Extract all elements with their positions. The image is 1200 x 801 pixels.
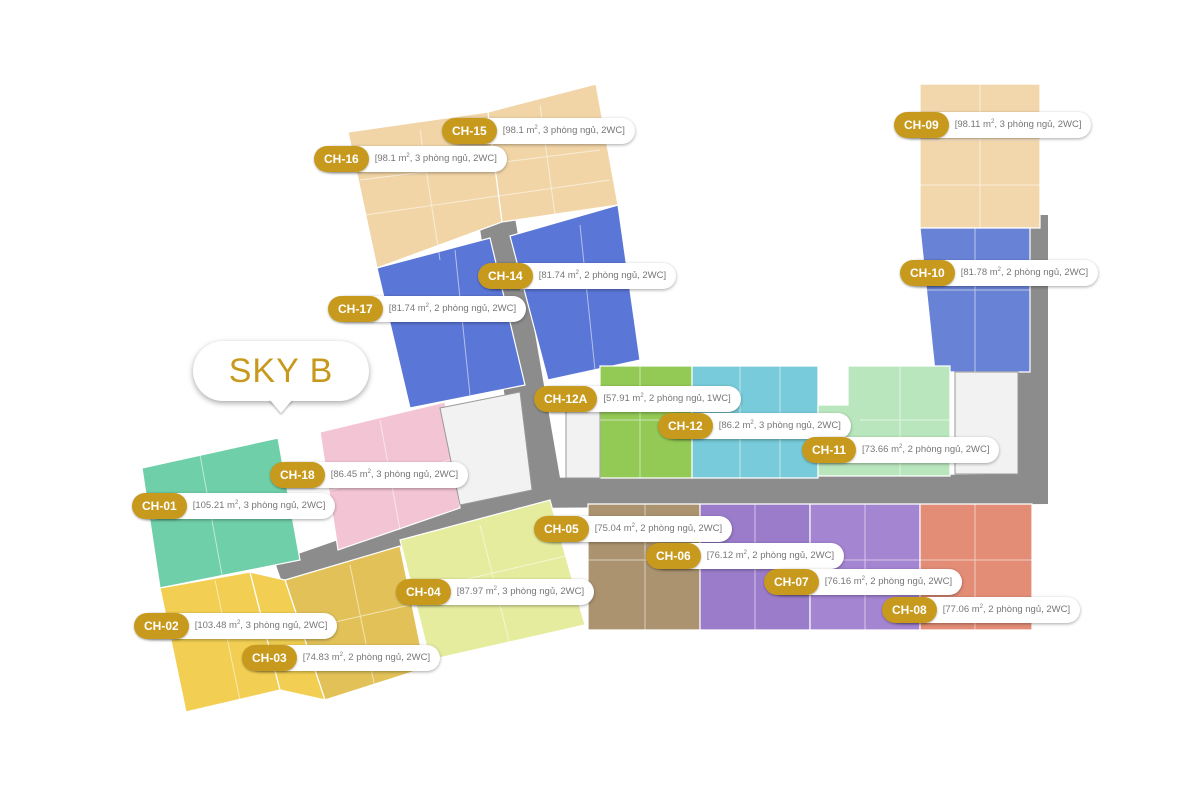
- unit-spec: [81.74 m2, 2 phòng ngủ, 2WC]: [538, 270, 667, 282]
- callout-ch-11[interactable]: CH-11 [73.66 m2, 2 phòng ngủ, 2WC]: [802, 437, 1000, 463]
- callout-ch-18[interactable]: CH-18 [86.45 m2, 3 phòng ngủ, 2WC]: [270, 462, 469, 488]
- callout-ch-15[interactable]: CH-15 [98.1 m2, 3 phòng ngủ, 2WC]: [442, 118, 635, 144]
- unit-spec: [73.66 m2, 2 phòng ngủ, 2WC]: [862, 444, 990, 456]
- callout-ch-17[interactable]: CH-17 [81.74 m2, 2 phòng ngủ, 2WC]: [328, 296, 527, 322]
- unit-spec: [98.1 m2, 3 phòng ngủ, 2WC]: [374, 153, 497, 165]
- callout-ch-16[interactable]: CH-16 [98.1 m2, 3 phòng ngủ, 2WC]: [314, 146, 507, 172]
- unit-code: CH-04: [396, 579, 451, 605]
- unit-rooms: , 2 phòng ngủ, 2WC: [429, 303, 514, 315]
- unit-spec: [87.97 m2, 3 phòng ngủ, 2WC]: [456, 586, 585, 598]
- callout-ch-09[interactable]: CH-09 [98.11 m2, 3 phòng ngủ, 2WC]: [894, 112, 1092, 138]
- unit-code: CH-16: [314, 146, 369, 172]
- callout-ch-05[interactable]: CH-05 [75.04 m2, 2 phòng ngủ, 2WC]: [534, 516, 733, 542]
- unit-area: 74.83: [305, 652, 330, 664]
- callout-ch-07[interactable]: CH-07 [76.16 m2, 2 phòng ngủ, 2WC]: [764, 569, 963, 595]
- unit-rooms: , 3 phòng ngủ, 2WC: [497, 586, 582, 598]
- unit-code: CH-06: [646, 543, 701, 569]
- unit-area: 76.12: [709, 550, 734, 562]
- unit-spec: [86.2 m2, 3 phòng ngủ, 2WC]: [718, 420, 841, 432]
- callout-ch-06[interactable]: CH-06 [76.12 m2, 2 phòng ngủ, 2WC]: [646, 543, 845, 569]
- callout-ch-08[interactable]: CH-08 [77.06 m2, 2 phòng ngủ, 2WC]: [882, 597, 1081, 623]
- unit-rooms: , 2 phòng ngủ, 2WC: [983, 604, 1068, 616]
- unit-code: CH-01: [132, 493, 187, 519]
- unit-code: CH-03: [242, 645, 297, 671]
- unit-code: CH-10: [900, 260, 955, 286]
- unit-rooms: , 2 phòng ngủ, 2WC: [635, 523, 720, 535]
- unit-spec: [103.48 m2, 3 phòng ngủ, 2WC]: [194, 620, 328, 632]
- unit-code: CH-15: [442, 118, 497, 144]
- unit-area: 105.21: [195, 500, 225, 512]
- unit-rooms: , 3 phòng ngủ, 2WC: [753, 420, 839, 432]
- unit-area: 98.1: [505, 125, 524, 137]
- callout-ch-10[interactable]: CH-10 [81.78 m2, 2 phòng ngủ, 2WC]: [900, 260, 1099, 286]
- unit-rooms: , 2 phòng ngủ, 2WC: [902, 444, 987, 456]
- unit-area: 86.45: [333, 469, 358, 481]
- corridor-east-west: [520, 474, 1048, 508]
- unit-spec: [76.12 m2, 2 phòng ngủ, 2WC]: [706, 550, 835, 562]
- unit-spec: [98.11 m2, 3 phòng ngủ, 2WC]: [954, 119, 1082, 131]
- unit-rooms: , 3 phòng ngủ, 2WC: [240, 620, 325, 632]
- badge-pointer: [269, 399, 293, 413]
- unit-spec: [76.16 m2, 2 phòng ngủ, 2WC]: [824, 576, 953, 588]
- unit-area: 98.11: [957, 119, 981, 131]
- unit-code: CH-12A: [534, 386, 598, 412]
- callout-ch-03[interactable]: CH-03 [74.83 m2, 2 phòng ngủ, 2WC]: [242, 645, 441, 671]
- unit-rooms: , 2 phòng ngủ, 2WC: [865, 576, 950, 588]
- unit-spec: [98.1 m2, 3 phòng ngủ, 2WC]: [502, 125, 625, 137]
- unit-area: 81.78: [963, 267, 988, 279]
- unit-rooms: , 3 phòng ngủ, 2WC: [537, 125, 623, 137]
- unit-area: 98.1: [377, 153, 396, 165]
- unit-spec: [81.78 m2, 2 phòng ngủ, 2WC]: [960, 267, 1089, 279]
- unit-ch-14[interactable]: [509, 204, 641, 381]
- unit-area: 87.97: [459, 586, 484, 598]
- unit-rooms: , 3 phòng ngủ, 2WC: [994, 119, 1079, 131]
- unit-code: CH-12: [658, 413, 713, 439]
- building-name: SKY B: [228, 351, 334, 390]
- unit-spec: [74.83 m2, 2 phòng ngủ, 2WC]: [302, 652, 431, 664]
- unit-rooms: , 2 phòng ngủ, 1WC: [643, 393, 729, 405]
- unit-area: 81.74: [391, 303, 416, 315]
- unit-spec: [86.45 m2, 3 phòng ngủ, 2WC]: [330, 469, 459, 481]
- callout-ch-12[interactable]: CH-12 [86.2 m2, 3 phòng ngủ, 2WC]: [658, 413, 851, 439]
- callout-ch-14[interactable]: CH-14 [81.74 m2, 2 phòng ngủ, 2WC]: [478, 263, 677, 289]
- building-name-badge: SKY B: [193, 341, 369, 401]
- unit-spec: [81.74 m2, 2 phòng ngủ, 2WC]: [388, 303, 517, 315]
- unit-spec: [57.91 m2, 2 phòng ngủ, 1WC]: [603, 393, 731, 405]
- unit-code: CH-05: [534, 516, 589, 542]
- unit-area: 73.66: [864, 444, 892, 456]
- unit-code: CH-02: [134, 613, 189, 639]
- callout-ch-04[interactable]: CH-04 [87.97 m2, 3 phòng ngủ, 2WC]: [396, 579, 595, 605]
- unit-code: CH-07: [764, 569, 819, 595]
- unit-spec: [105.21 m2, 3 phòng ngủ, 2WC]: [192, 500, 326, 512]
- callout-ch-01[interactable]: CH-01 [105.21 m2, 3 phòng ngủ, 2WC]: [132, 493, 336, 519]
- unit-area: 81.74: [541, 270, 566, 282]
- unit-rooms: , 2 phòng ngủ, 2WC: [343, 652, 428, 664]
- unit-spec: [75.04 m2, 2 phòng ngủ, 2WC]: [594, 523, 723, 535]
- unit-rooms: , 2 phòng ngủ, 2WC: [579, 270, 664, 282]
- walls-east: [860, 84, 1040, 476]
- unit-area: 86.2: [721, 420, 740, 432]
- unit-rooms: , 2 phòng ngủ, 2WC: [1001, 267, 1086, 279]
- unit-code: CH-17: [328, 296, 383, 322]
- unit-area: 103.48: [197, 620, 227, 632]
- unit-rooms: , 3 phòng ngủ, 2WC: [371, 469, 456, 481]
- core-middle: [565, 401, 601, 479]
- callout-ch-12a[interactable]: CH-12A [57.91 m2, 2 phòng ngủ, 1WC]: [534, 386, 741, 412]
- unit-area: 76.16: [827, 576, 852, 588]
- unit-area: 75.04: [597, 523, 622, 535]
- unit-code: CH-08: [882, 597, 937, 623]
- unit-area: 57.91: [605, 393, 630, 405]
- unit-rooms: , 3 phòng ngủ, 2WC: [238, 500, 323, 512]
- unit-code: CH-11: [802, 437, 857, 463]
- unit-area: 77.06: [945, 604, 970, 616]
- unit-spec: [77.06 m2, 2 phòng ngủ, 2WC]: [942, 604, 1071, 616]
- unit-rooms: , 3 phòng ngủ, 2WC: [409, 153, 495, 165]
- unit-code: CH-18: [270, 462, 325, 488]
- unit-rooms: , 2 phòng ngủ, 2WC: [747, 550, 832, 562]
- callout-ch-02[interactable]: CH-02 [103.48 m2, 3 phòng ngủ, 2WC]: [134, 613, 338, 639]
- unit-code: CH-14: [478, 263, 533, 289]
- unit-code: CH-09: [894, 112, 949, 138]
